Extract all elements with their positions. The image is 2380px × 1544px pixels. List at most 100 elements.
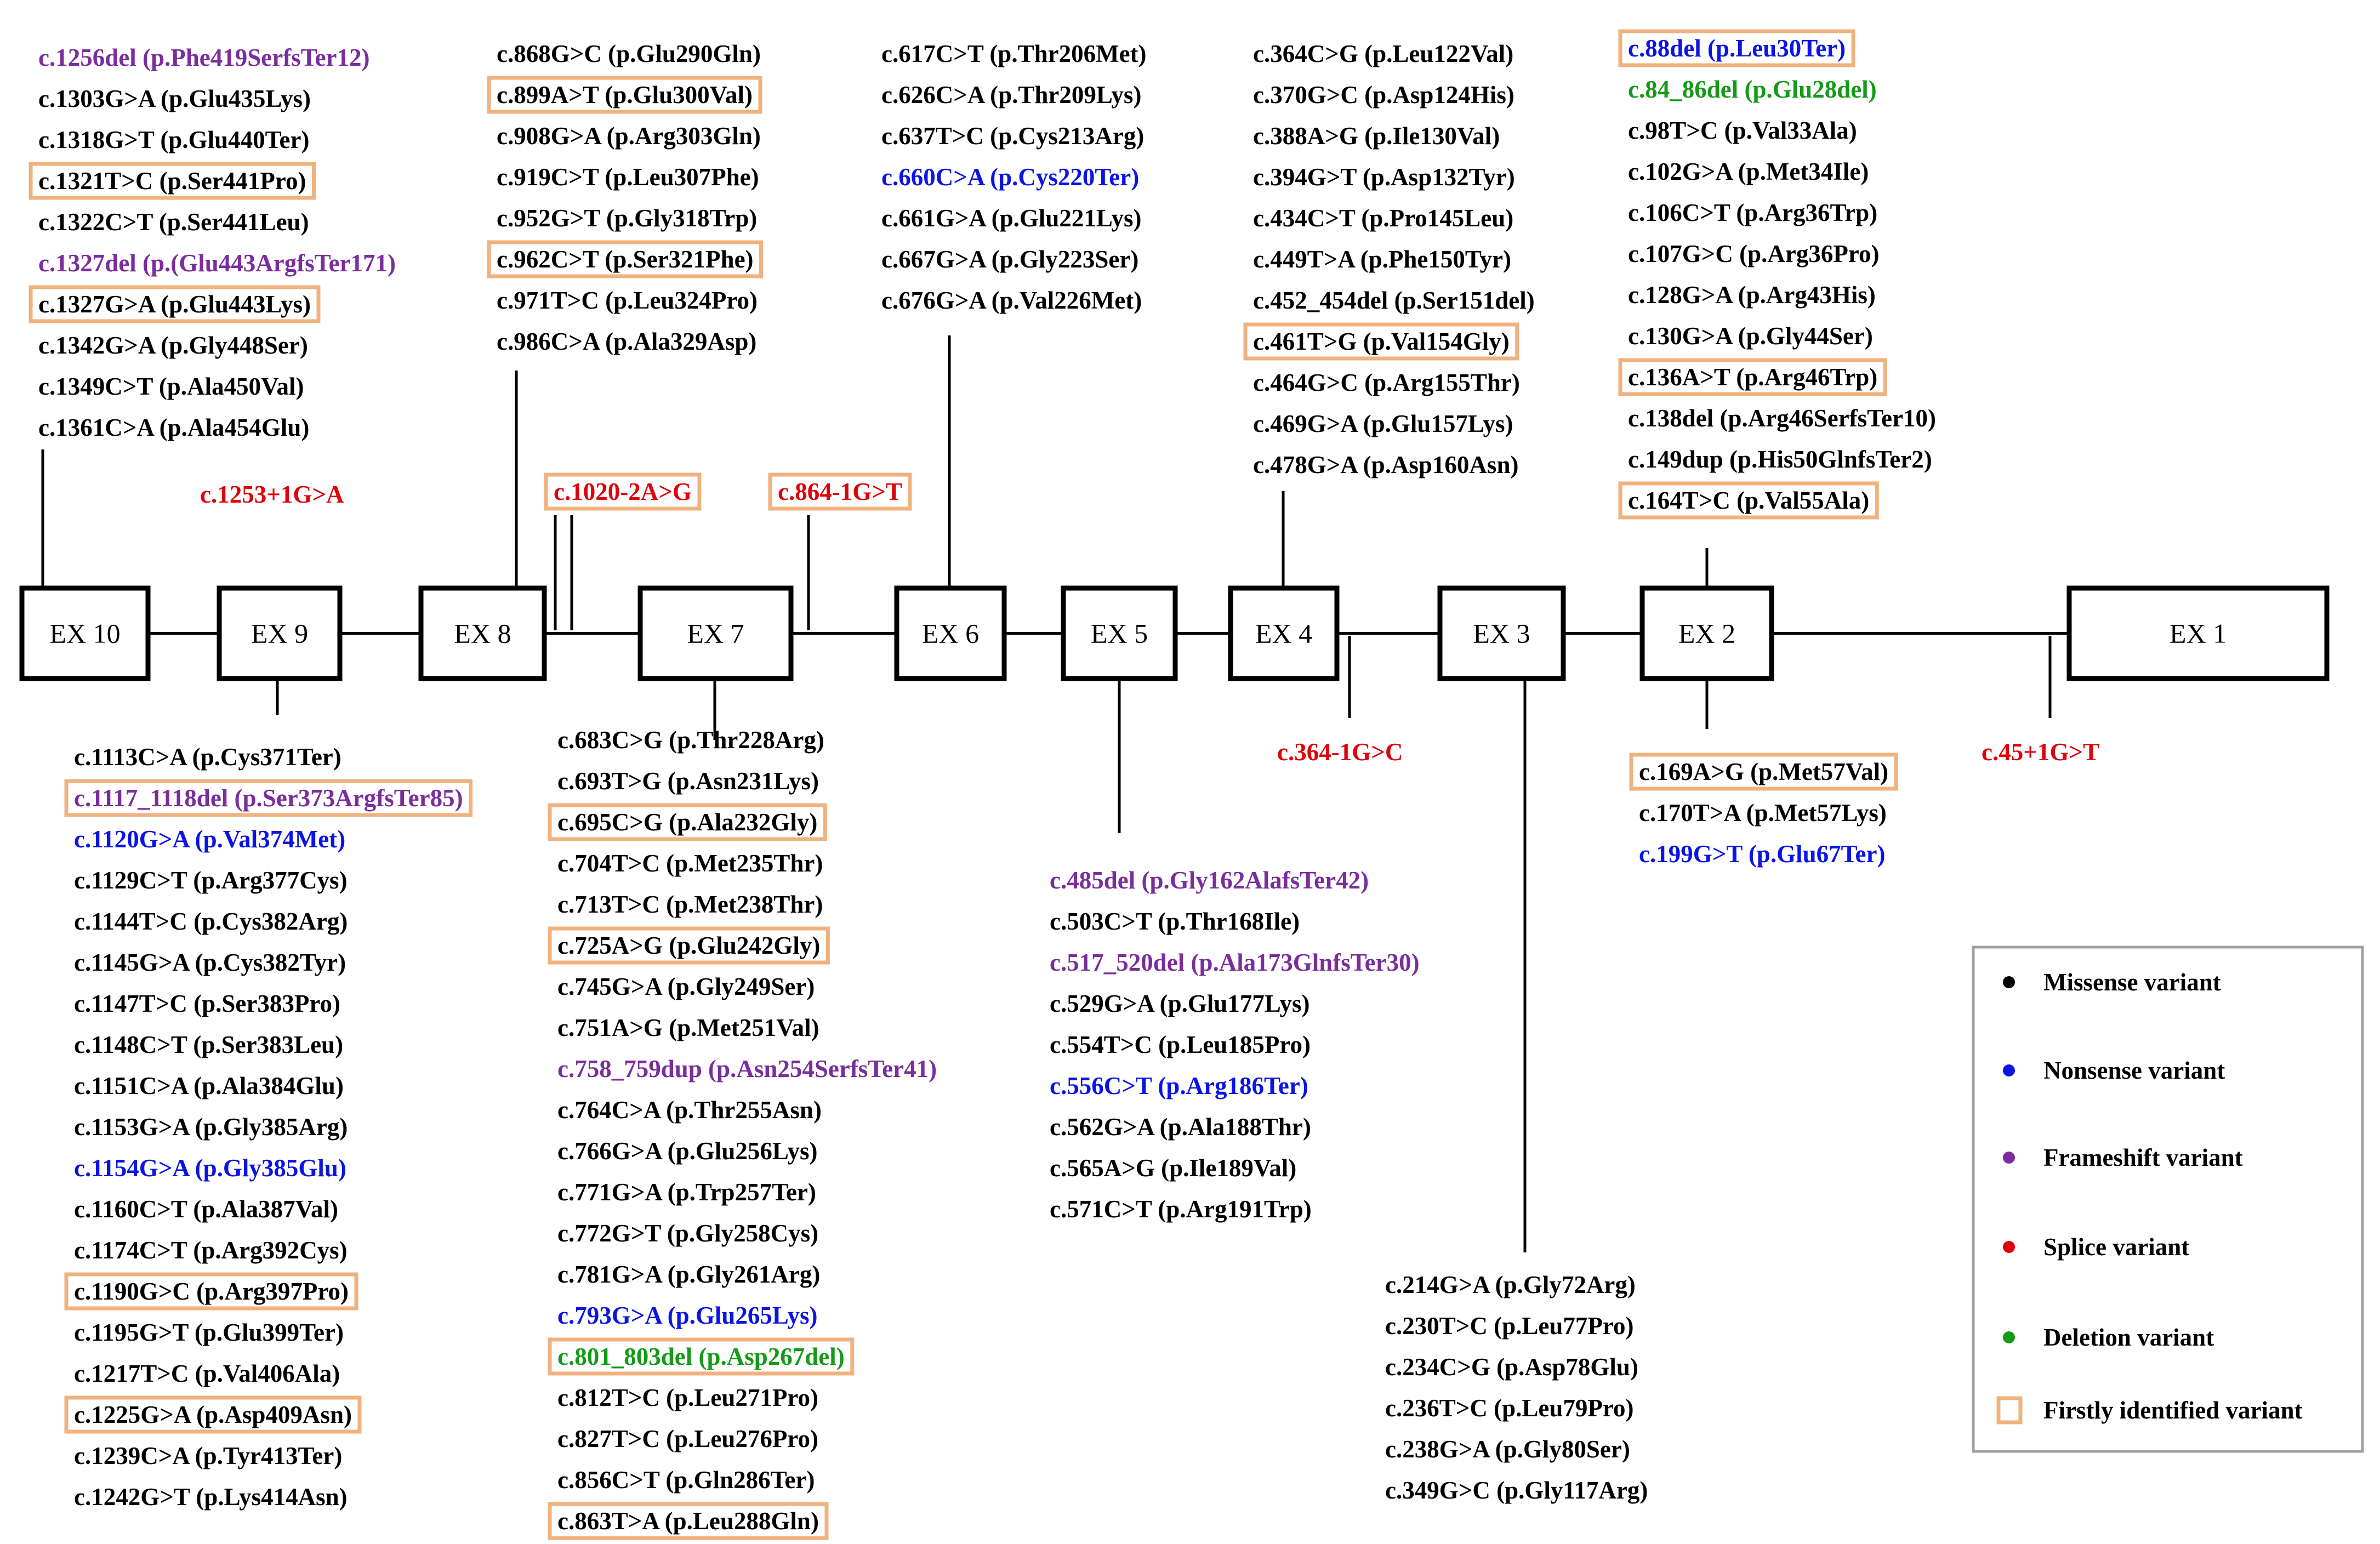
variant-group-ex6: c.617C>T (p.Thr206Met)c.626C>A (p.Thr209… xyxy=(881,40,1147,314)
legend-label: Splice variant xyxy=(2043,1233,2189,1261)
variant-label: c.1145G>A (p.Cys382Tyr) xyxy=(74,949,346,976)
exon-label: EX 10 xyxy=(49,618,120,649)
variant-label: c.745G>A (p.Gly249Ser) xyxy=(557,973,815,1000)
exon-box xyxy=(1228,585,1340,681)
first-identified-box xyxy=(548,1337,855,1376)
variant-label: c.986C>A (p.Ala329Asp) xyxy=(497,328,756,355)
variant-group-ex8: c.868G>C (p.Glu290Gln)c.899A>T (p.Glu300… xyxy=(487,40,764,355)
variant-group-ex7: c.683C>G (p.Thr228Arg)c.693T>G (p.Asn231… xyxy=(548,726,937,1540)
variant-label: c.1174C>T (p.Arg392Cys) xyxy=(74,1237,348,1264)
variant-label: c.766G>A (p.Glu256Lys) xyxy=(557,1137,817,1165)
variant-label: c.772G>T (p.Gly258Cys) xyxy=(557,1220,818,1247)
variant-label: c.758_759dup (p.Asn254SerfsTer41) xyxy=(557,1055,937,1082)
variant-label: c.556C>T (p.Arg186Ter) xyxy=(1050,1072,1308,1099)
exon-label: EX 2 xyxy=(1678,618,1735,649)
variant-label: c.164T>C (p.Val55Ala) xyxy=(1628,487,1869,514)
legend-label: Firstly identified variant xyxy=(2043,1397,2302,1424)
variant-label: c.1303G>A (p.Glu435Lys) xyxy=(38,85,311,112)
variant-label: c.713T>C (p.Met238Thr) xyxy=(557,891,823,918)
exon-ex4: EX 4 xyxy=(1228,585,1340,681)
variant-label: c.469G>A (p.Glu157Lys) xyxy=(1253,410,1513,437)
exon-box xyxy=(1061,585,1178,681)
variant-label: c.169A>G (p.Met57Val) xyxy=(1639,758,1888,785)
first-identified-box xyxy=(29,285,321,323)
exon-label: EX 3 xyxy=(1473,618,1530,649)
exon-label: EX 5 xyxy=(1091,618,1148,649)
variant-label: c.503C>T (p.Thr168Ile) xyxy=(1050,908,1300,935)
legend-dot-icon xyxy=(2003,1064,2015,1076)
variant-label: c.238G>A (p.Gly80Ser) xyxy=(1385,1435,1630,1463)
variant-label: c.1120G>A (p.Val374Met) xyxy=(74,825,345,853)
variant-label: c.704T>C (p.Met235Thr) xyxy=(557,850,823,877)
variant-label: c.138del (p.Arg46SerfsTer10) xyxy=(1628,404,1936,432)
legend-label: Missense variant xyxy=(2043,968,2221,996)
variant-label: c.856C>T (p.Gln286Ter) xyxy=(557,1466,815,1494)
variant-label: c.565A>G (p.Ile189Val) xyxy=(1050,1154,1296,1182)
variant-label: c.394G>T (p.Asp132Tyr) xyxy=(1253,163,1515,191)
variant-label: c.128G>A (p.Arg43His) xyxy=(1628,281,1876,309)
splice-variant-label: c.45+1G>T xyxy=(1982,738,2099,766)
variant-group-ex2: c.169A>G (p.Met57Val)c.170T>A (p.Met57Ly… xyxy=(1629,753,1898,868)
variant-label: c.1160C>T (p.Ala387Val) xyxy=(74,1195,338,1223)
variant-label: c.214G>A (p.Gly72Arg) xyxy=(1385,1271,1636,1298)
exon-ex10: EX 10 xyxy=(19,585,151,681)
legend-label: Nonsense variant xyxy=(2043,1057,2225,1084)
first-identified-box xyxy=(1618,358,1887,396)
variant-label: c.349G>C (p.Gly117Arg) xyxy=(1385,1477,1648,1504)
variant-label: c.1144T>C (p.Cys382Arg) xyxy=(74,908,348,935)
variant-label: c.236T>C (p.Leu79Pro) xyxy=(1385,1394,1634,1422)
variant-label: c.107G>C (p.Arg36Pro) xyxy=(1628,240,1879,267)
variant-label: c.136A>T (p.Arg46Trp) xyxy=(1628,363,1877,391)
variant-label: c.529G>A (p.Glu177Lys) xyxy=(1050,990,1309,1017)
legend-item-splice: Splice variant xyxy=(2003,1233,2189,1261)
variant-label: c.230T>C (p.Leu77Pro) xyxy=(1385,1312,1634,1340)
legend-item-first: Firstly identified variant xyxy=(1996,1396,2302,1425)
connector-lines xyxy=(41,335,2069,1252)
variant-label: c.812T>C (p.Leu271Pro) xyxy=(557,1384,818,1411)
variant-label: c.1195G>T (p.Glu399Ter) xyxy=(74,1319,344,1346)
variant-label: c.102G>A (p.Met34Ile) xyxy=(1628,158,1869,185)
variant-label: c.452_454del (p.Ser151del) xyxy=(1253,287,1535,314)
variant-label: c.781G>A (p.Gly261Arg) xyxy=(557,1261,820,1288)
exon-box xyxy=(2066,585,2330,681)
variant-label: c.919C>T (p.Leu307Phe) xyxy=(497,163,759,191)
variant-label: c.478G>A (p.Asp160Asn) xyxy=(1253,451,1518,478)
exon-label: EX 4 xyxy=(1255,618,1312,649)
variant-label: c.899A>T (p.Glu300Val) xyxy=(497,81,753,109)
variant-label: c.962C>T (p.Ser321Phe) xyxy=(497,246,754,273)
first-identified-box xyxy=(1243,322,1519,361)
variant-label: c.751A>G (p.Met251Val) xyxy=(557,1014,819,1041)
variant-label: c.370G>C (p.Asp124His) xyxy=(1253,81,1514,109)
variant-label: c.1349C>T (p.Ala450Val) xyxy=(38,373,304,400)
exon-box xyxy=(217,585,343,681)
variant-label: c.1113C>A (p.Cys371Ter) xyxy=(74,743,341,771)
variant-label: c.793G>A (p.Glu265Lys) xyxy=(557,1302,817,1329)
exon-label: EX 7 xyxy=(687,618,744,649)
variant-label: c.1148C>T (p.Ser383Leu) xyxy=(74,1031,343,1058)
variant-label: c.449T>A (p.Phe150Tyr) xyxy=(1253,246,1511,273)
variant-label: c.1117_1118del (p.Ser373ArgfsTer85) xyxy=(74,784,463,812)
variant-label: c.461T>G (p.Val154Gly) xyxy=(1253,328,1510,355)
legend-label: Frameshift variant xyxy=(2043,1144,2243,1171)
legend-item-deletion: Deletion variant xyxy=(2003,1324,2214,1351)
variant-label: c.626C>A (p.Thr209Lys) xyxy=(881,81,1141,109)
variant-label: c.149dup (p.His50GlnfsTer2) xyxy=(1628,446,1932,473)
first-identified-box xyxy=(64,1395,362,1434)
first-identified-box xyxy=(548,926,830,965)
variant-label: c.485del (p.Gly162AlafsTer42) xyxy=(1050,867,1369,894)
variant-label: c.1342G>A (p.Gly448Ser) xyxy=(38,332,308,359)
first-identified-box xyxy=(544,472,702,511)
variant-group-ex2: c.88del (p.Leu30Ter)c.84_86del (p.Glu28d… xyxy=(1618,29,1936,520)
first-identified-box xyxy=(548,1502,829,1540)
variant-label: c.1129C>T (p.Arg377Cys) xyxy=(74,867,348,894)
variant-label: c.88del (p.Leu30Ter) xyxy=(1628,35,1846,62)
variant-label: c.637T>C (p.Cys213Arg) xyxy=(881,122,1144,150)
splice-variant-label: c.364-1G>C xyxy=(1277,738,1403,766)
variant-label: c.764C>A (p.Thr255Asn) xyxy=(557,1096,822,1124)
splice-variant-label: c.864-1G>T xyxy=(778,478,902,505)
first-identified-box xyxy=(64,779,473,817)
variant-label: c.1217T>C (p.Val406Ala) xyxy=(74,1360,340,1387)
variant-label: c.952G>T (p.Gly318Trp) xyxy=(497,204,757,232)
